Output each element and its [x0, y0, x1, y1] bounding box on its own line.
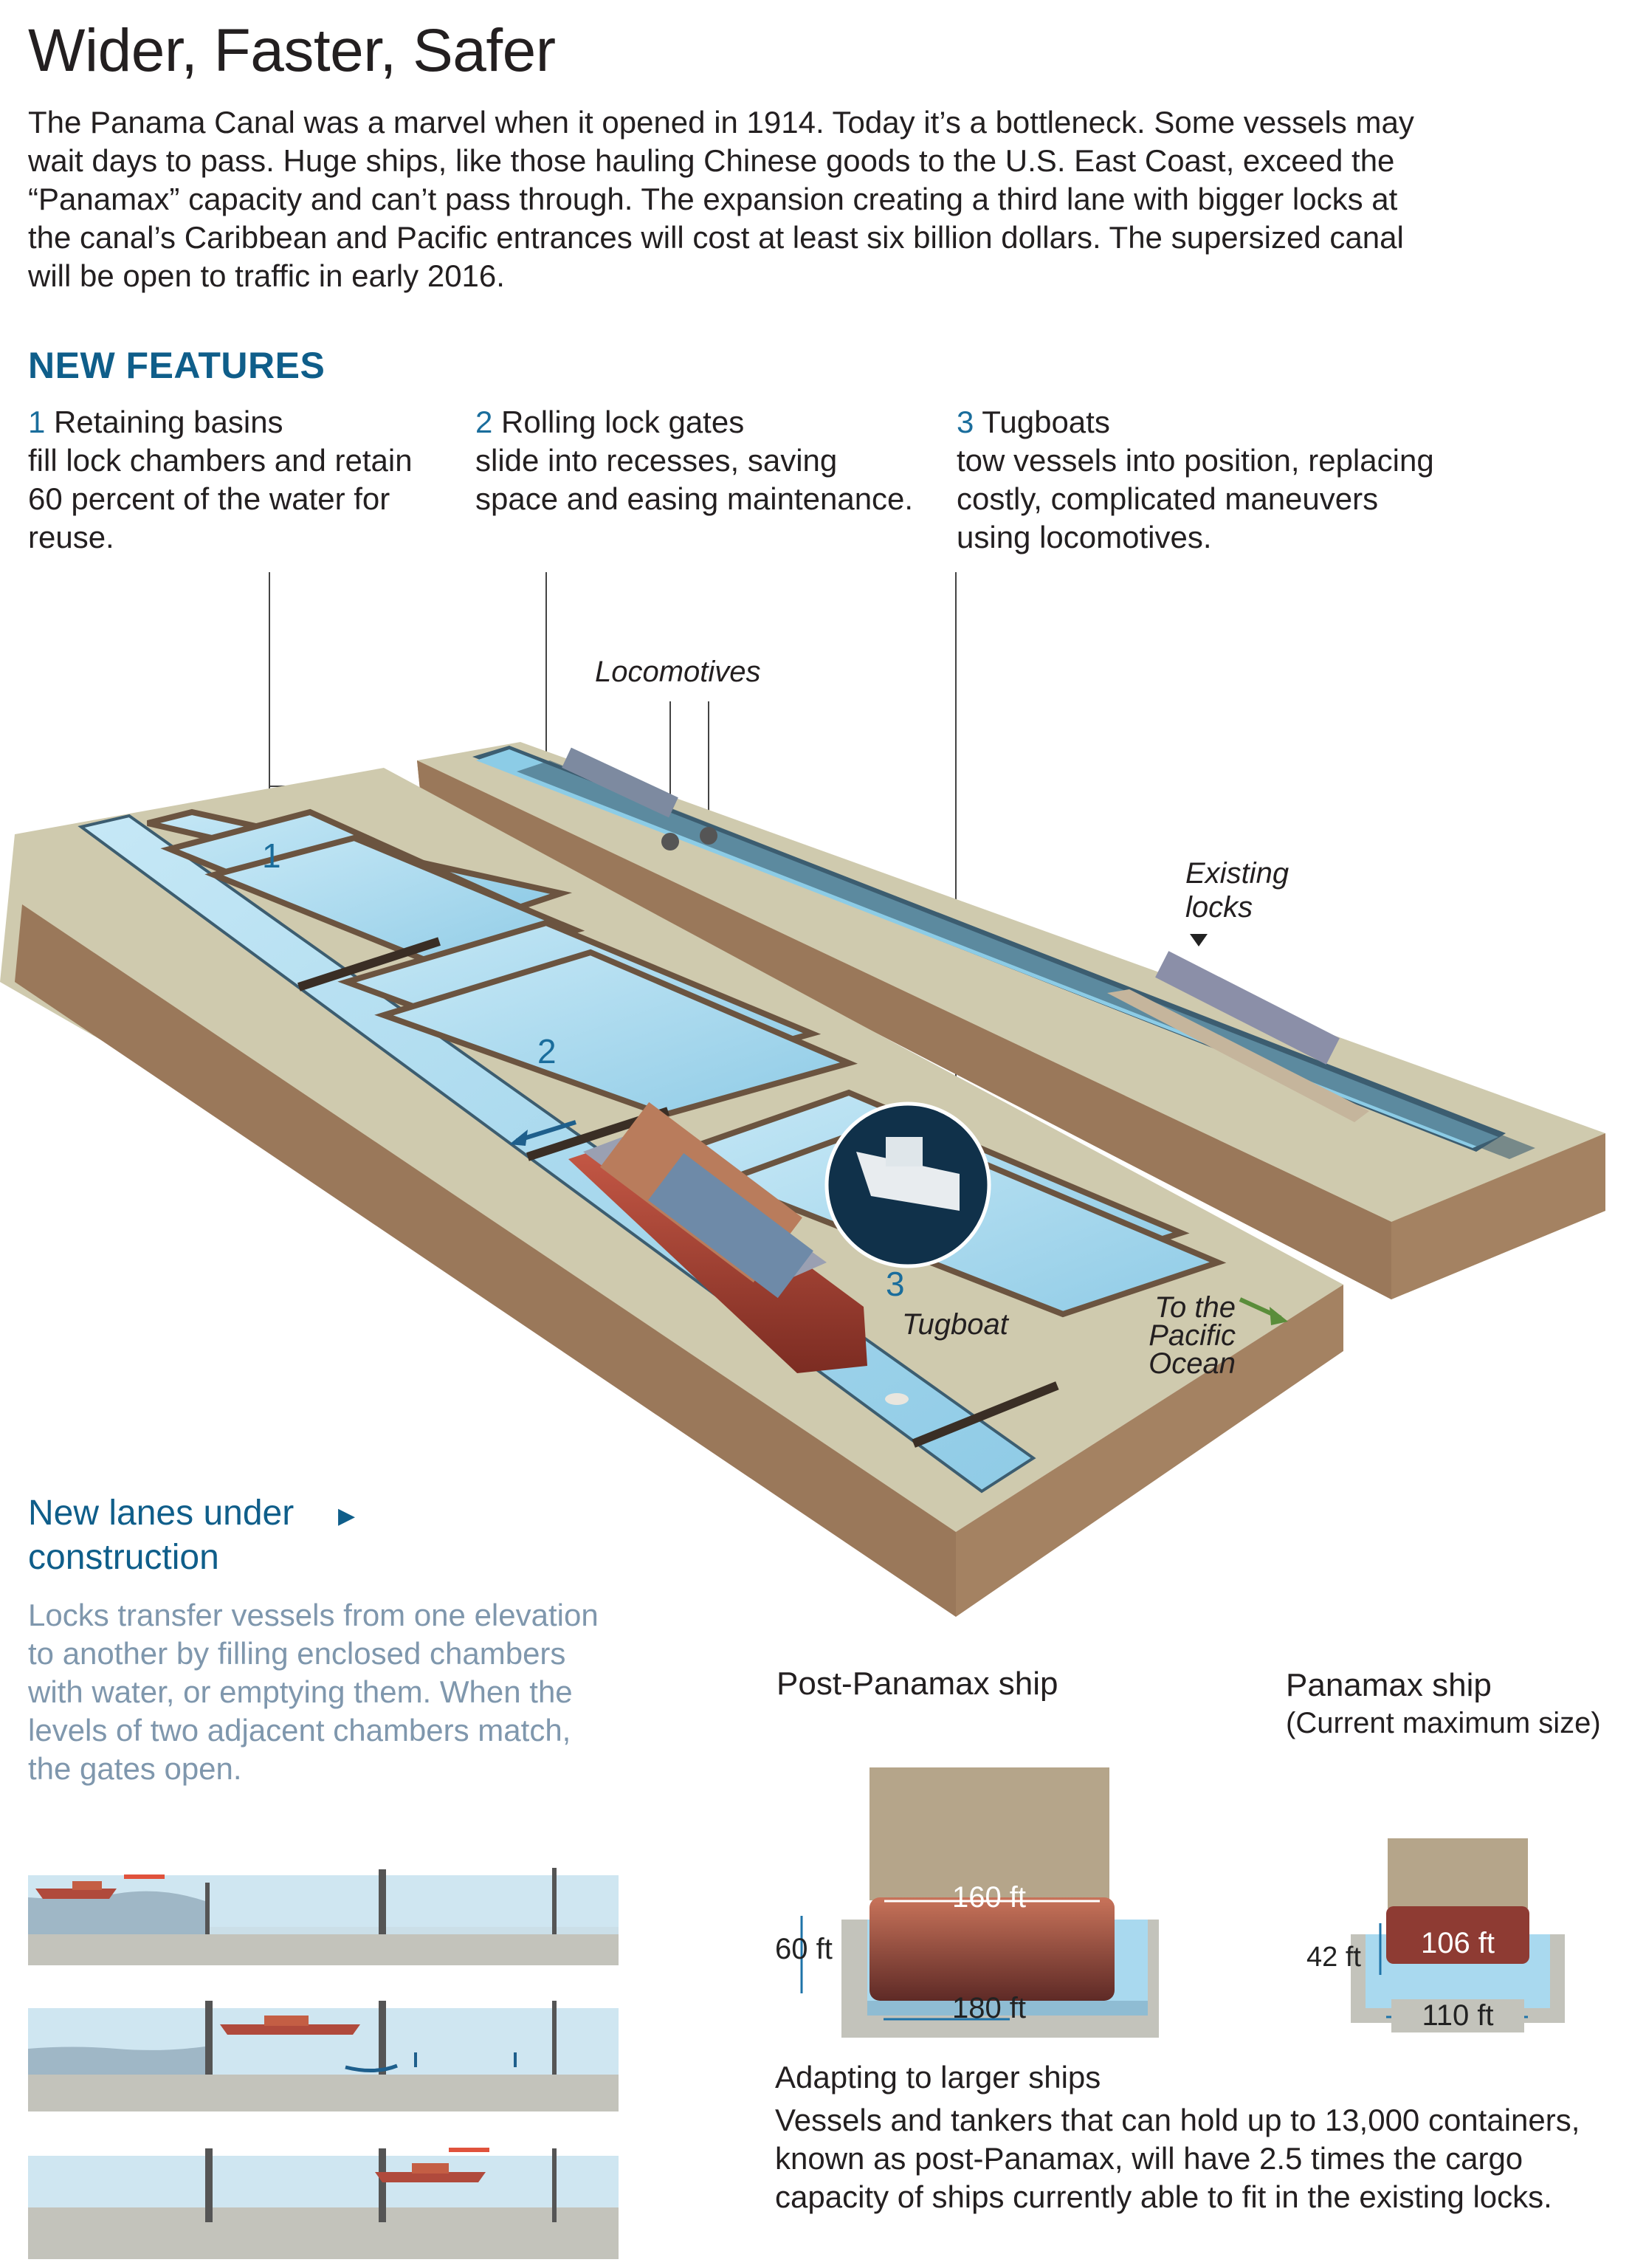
feature-number: 2 [475, 405, 493, 439]
adapting-body: Vessels and tankers that can hold up to … [775, 2103, 1580, 2214]
post-panamax-title: Post-Panamax ship [776, 1666, 1058, 1702]
feature-number: 1 [28, 405, 46, 439]
intro-paragraph: The Panama Canal was a marvel when it op… [28, 105, 1414, 293]
post-panamax-lock-width-label: 180 ft [951, 1992, 1027, 2024]
panamax-beam-label: 106 ft [1420, 1927, 1495, 1959]
direction-arrowhead [509, 1130, 528, 1146]
feature-heading: Tugboats [982, 405, 1110, 439]
existing-locks-platform [417, 742, 1605, 1299]
marker-3: 3 [886, 1265, 905, 1303]
feature-retaining-basins: 1 Retaining basins fill lock chambers an… [28, 403, 441, 557]
tugboat-inset [824, 1102, 991, 1268]
lock-stage-3 [28, 2148, 619, 2259]
pacific-arrowhead [1270, 1307, 1288, 1325]
lock-sequence-diagram [28, 1868, 619, 2259]
marker-1: 1 [262, 836, 281, 875]
feature-heading: Rolling lock gates [501, 405, 745, 439]
new-lanes-heading-text: New lanes under construction [28, 1494, 295, 1577]
panamax-cross-section: 106 ft 110 ft 42 ft [1306, 1824, 1572, 2038]
new-features-heading: NEW FEATURES [28, 345, 326, 386]
new-lanes-body: Locks transfer vessels from one elevatio… [28, 1598, 599, 1786]
new-lanes-heading: New lanes under construction ▶ [28, 1491, 382, 1580]
feature-heading: Retaining basins [54, 405, 283, 439]
existing-locks-label: Existing locks [1185, 857, 1289, 924]
lock-stage-2 [28, 2001, 619, 2111]
to-pacific-label: To the Pacific Ocean [1149, 1291, 1236, 1380]
panamax-depth-label: 42 ft [1306, 1942, 1361, 1973]
adapting-heading: Adapting to larger ships [775, 2060, 1101, 2095]
locomotive-barge [562, 747, 717, 850]
post-panamax-section-graphic [800, 1767, 1174, 2038]
panamax-title: Panamax ship [1286, 1667, 1492, 1703]
lock-stage-1 [28, 1868, 619, 1965]
tugboat-label: Tugboat [902, 1308, 1008, 1341]
existing-locks-marker [1190, 934, 1208, 946]
feature-rolling-lock-gates: 2 Rolling lock gates slide into recesses… [475, 403, 918, 518]
panamax-subtitle: (Current maximum size) [1286, 1707, 1601, 1739]
triangle-right-icon: ▶ [338, 1504, 356, 1528]
panamax-ship-illustration [1107, 951, 1369, 1122]
post-panamax-ship-illustration [568, 1102, 867, 1373]
post-panamax-beam-label: 160 ft [951, 1881, 1027, 1914]
canal-locks-illustration: 1 2 3 [0, 572, 1605, 1617]
post-panamax-cross-section: 160 ft 180 ft 60 ft [775, 1757, 1174, 2038]
feature-number: 3 [957, 405, 974, 439]
feature-body: tow vessels into position, replacing cos… [957, 443, 1434, 554]
feature-tugboats: 3 Tugboats tow vessels into position, re… [957, 403, 1459, 557]
locomotives-label: Locomotives [595, 656, 761, 688]
panamax-lock-width-label: 110 ft [1391, 1999, 1524, 2032]
feature-body: fill lock chambers and retain 60 percent… [28, 443, 413, 554]
marker-2: 2 [537, 1032, 557, 1071]
post-panamax-depth-label: 60 ft [775, 1933, 833, 1965]
feature-body: slide into recesses, saving space and ea… [475, 443, 914, 516]
page-title: Wider, Faster, Safer [28, 17, 556, 84]
small-tugboat [885, 1393, 909, 1405]
